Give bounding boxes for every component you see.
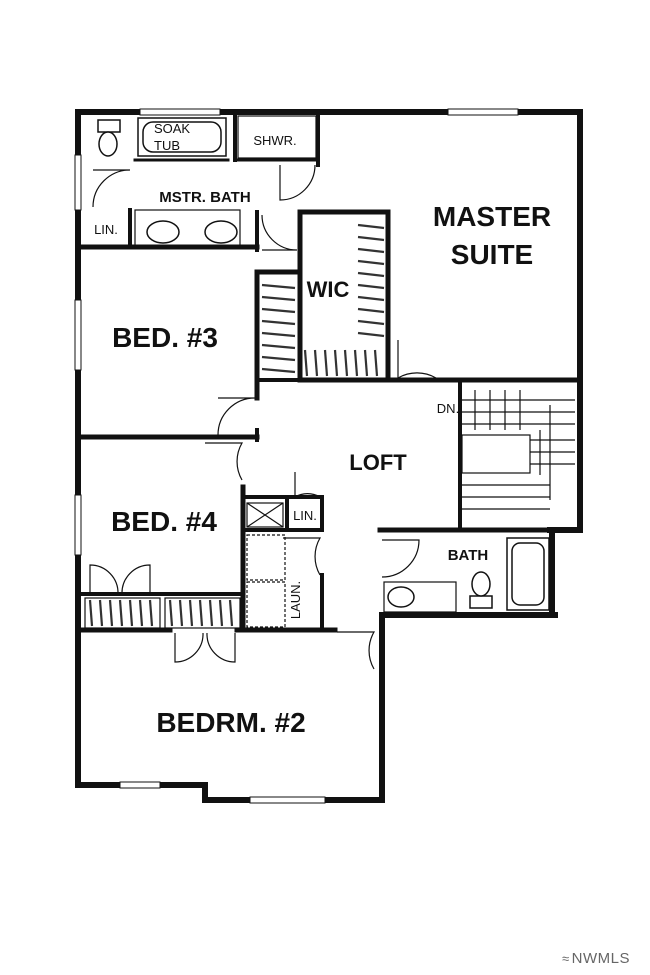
nwmls-watermark: ≈NWMLS — [562, 950, 630, 967]
master-bath-label: MSTR. BATH — [159, 189, 250, 206]
bed3-label: BED. #3 — [112, 322, 218, 353]
stairs-down-label: DN. — [437, 401, 459, 416]
laundry-label: LAUN. — [288, 581, 303, 619]
soak-tub-label-line2: TUB — [154, 138, 180, 153]
doors — [89, 164, 437, 670]
hall-linen-label: LIN. — [293, 508, 317, 523]
nwmls-logo-icon: ≈ — [562, 951, 570, 966]
closet-rods — [84, 223, 385, 629]
watermark-text: NWMLS — [571, 950, 630, 967]
master-suite-label: MASTER — [433, 201, 551, 232]
walls — [75, 109, 583, 803]
staircase — [461, 390, 575, 510]
master-linen-label: LIN. — [94, 222, 118, 237]
soak-tub-label: SOAK — [154, 121, 190, 136]
fixtures — [97, 115, 550, 628]
master-suite-label-line2: SUITE — [451, 239, 533, 270]
bed4-label: BED. #4 — [111, 506, 217, 537]
shower-label: SHWR. — [253, 133, 296, 148]
bath-label: BATH — [448, 547, 489, 564]
bedrm2-label: BEDRM. #2 — [156, 707, 305, 738]
loft-label: LOFT — [349, 450, 407, 475]
wic-label: WIC — [307, 277, 350, 302]
windows — [74, 108, 519, 804]
